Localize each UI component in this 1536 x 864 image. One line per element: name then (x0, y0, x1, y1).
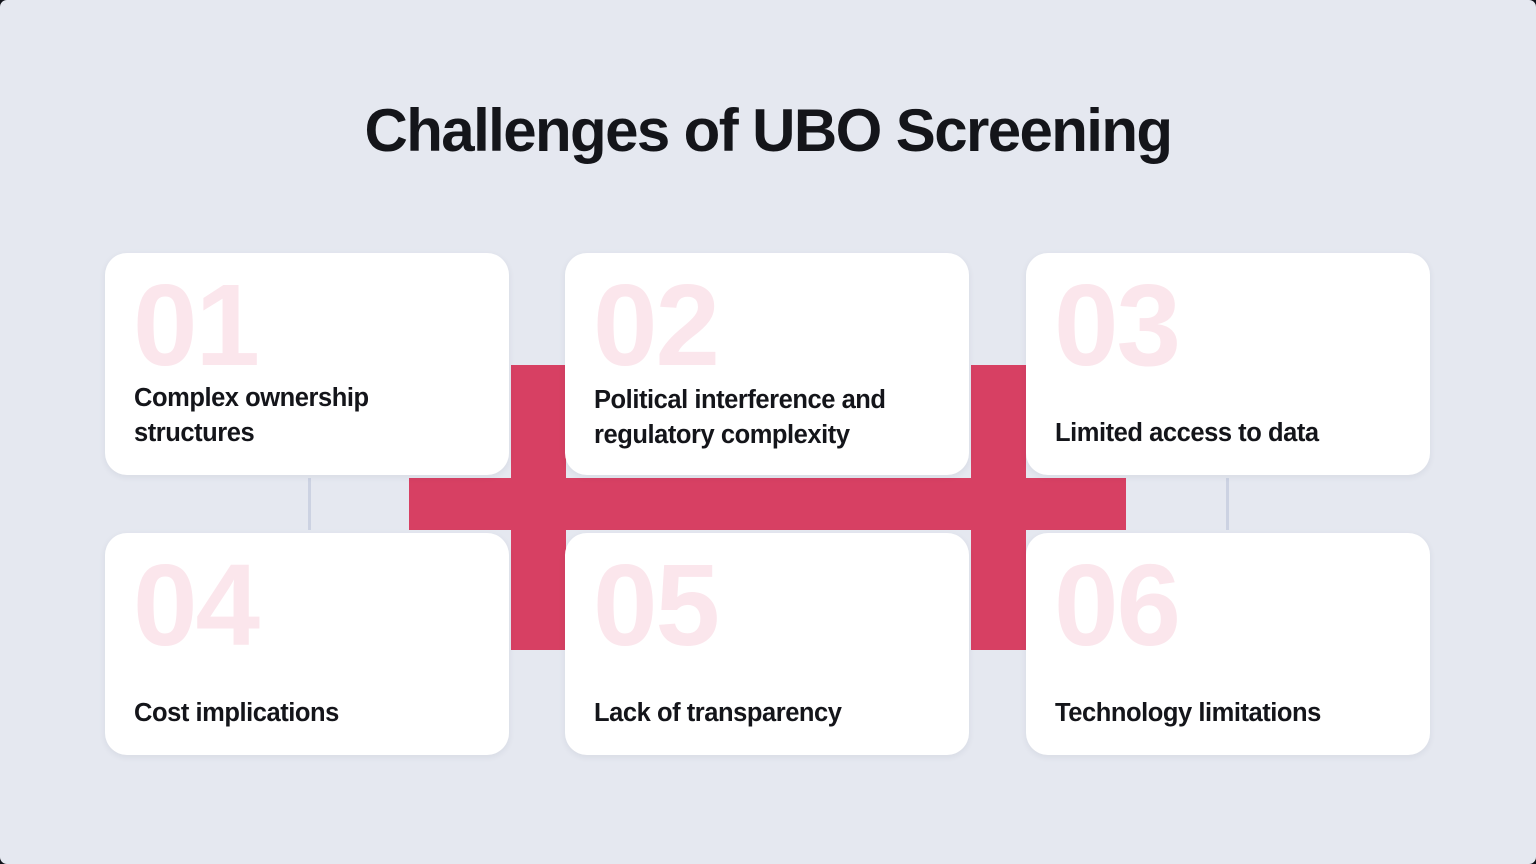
challenge-card-05[interactable]: 05 Lack of transparency (565, 533, 969, 755)
card-number-06: 06 (1054, 540, 1181, 670)
divider-line-left (308, 478, 311, 530)
challenge-card-06[interactable]: 06 Technology limitations (1026, 533, 1430, 755)
page-title: Challenges of UBO Screening (364, 97, 1174, 164)
challenge-card-01[interactable]: 01 Complex ownership structures (105, 253, 509, 475)
card-number-04: 04 (133, 540, 260, 670)
card-number-03: 03 (1054, 260, 1181, 390)
challenge-card-02[interactable]: 02 Political interference and regulatory… (565, 253, 969, 475)
card-label-04: Cost implications (134, 699, 339, 728)
card-number-05: 05 (593, 540, 720, 670)
card-number-01: 01 (133, 260, 260, 390)
card-label-05: Lack of transparency (594, 699, 842, 728)
card-label-01: Complex ownership structures (134, 384, 369, 448)
card-label-02: Political interference and regulatory co… (594, 386, 886, 450)
divider-line-right (1226, 478, 1229, 530)
card-label-06: Technology limitations (1055, 699, 1321, 728)
card-label-03: Limited access to data (1055, 419, 1319, 448)
challenge-card-04[interactable]: 04 Cost implications (105, 533, 509, 755)
card-number-02: 02 (593, 260, 720, 390)
challenge-card-03[interactable]: 03 Limited access to data (1026, 253, 1430, 475)
accent-bar-horizontal (409, 478, 1126, 530)
